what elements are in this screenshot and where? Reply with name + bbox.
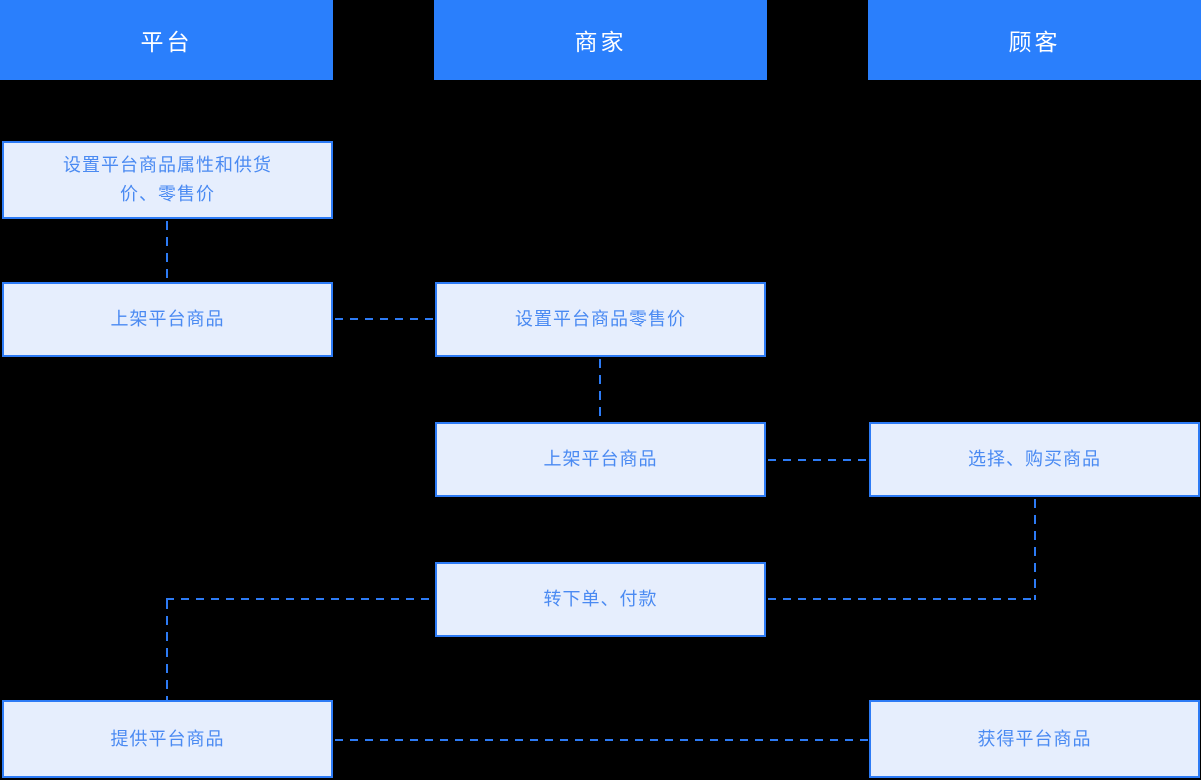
connector-order-pay-to-provide-vertical <box>166 600 168 700</box>
node-merchant-order-pay: 转下单、付款 <box>435 562 766 637</box>
connector-set-price-to-merchant-list <box>599 359 601 421</box>
lane-header-customer: 顾客 <box>868 0 1201 80</box>
node-platform-set-product-attrs-price: 设置平台商品属性和供货价、零售价 <box>2 141 333 219</box>
node-customer-select-buy: 选择、购买商品 <box>869 422 1200 497</box>
connector-select-buy-to-order-pay-horizontal <box>768 598 1036 600</box>
node-customer-receive-product: 获得平台商品 <box>869 700 1200 778</box>
connector-select-buy-to-order-pay-vertical <box>1034 499 1036 600</box>
node-merchant-list-product: 上架平台商品 <box>435 422 766 497</box>
lane-header-platform: 平台 <box>0 0 333 80</box>
lane-header-merchant: 商家 <box>434 0 767 80</box>
node-platform-list-product: 上架平台商品 <box>2 282 333 357</box>
connector-merchant-list-to-select-buy <box>768 459 869 461</box>
node-merchant-set-retail-price: 设置平台商品零售价 <box>435 282 766 357</box>
connector-provide-to-receive-product <box>335 739 869 741</box>
connector-platform-list-to-merchant-set-price <box>335 318 435 320</box>
connector-order-pay-to-provide-horizontal <box>166 598 435 600</box>
node-platform-provide-product: 提供平台商品 <box>2 700 333 778</box>
connector-set-attrs-to-list-product <box>166 221 168 282</box>
